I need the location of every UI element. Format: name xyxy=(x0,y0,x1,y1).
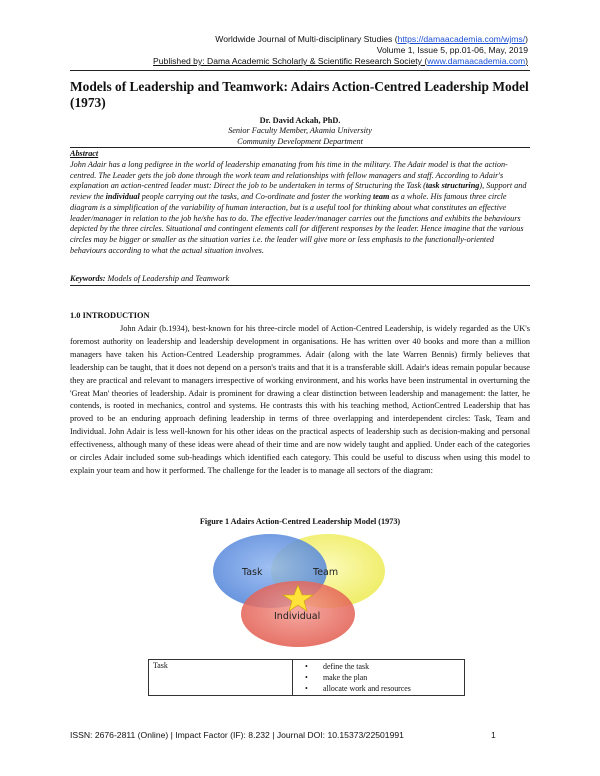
task-table: Task define the task make the plan alloc… xyxy=(148,659,465,696)
introduction-body: John Adair (b.1934), best-known for his … xyxy=(70,323,530,478)
abstract-heading: Abstract xyxy=(70,149,99,158)
author-position: Senior Faculty Member, Akamia University xyxy=(228,126,372,135)
individual-label: Individual xyxy=(274,611,320,622)
abstract-text-3: people carrying out the tasks, and Co-or… xyxy=(139,192,373,202)
abstract-text-2: ), Support and review the xyxy=(70,181,527,202)
figure-title: Figure 1 Adairs Action-Centred Leadershi… xyxy=(199,517,401,526)
abstract-rule-bottom xyxy=(70,285,530,286)
paper-title: Models of Leadership and Teamwork: Adair… xyxy=(70,79,529,110)
table-row-label: Task xyxy=(148,659,293,696)
star-icon xyxy=(282,584,314,612)
abstract-bold-team: team xyxy=(373,192,390,202)
keywords-label: Keywords: xyxy=(70,274,106,283)
author-name: Dr. David Ackah, PhD. xyxy=(259,116,341,125)
publisher-line: Published by: Dama Academic Scholarly & … xyxy=(153,56,528,67)
keywords-text: Models of Leadership and Teamwork xyxy=(105,274,230,283)
journal-name-text: Worldwide Journal of Multi-disciplinary … xyxy=(215,34,398,44)
abstract-bold-task: task structuring xyxy=(425,181,480,191)
page-number: 1 xyxy=(491,730,496,740)
journal-name-suffix: ) xyxy=(525,34,528,44)
journal-link[interactable]: https://damaacademia.com/wjms/ xyxy=(397,34,526,44)
team-label: Team xyxy=(312,567,338,578)
task-label: Task xyxy=(241,567,263,578)
list-item: make the plan xyxy=(305,672,460,683)
individual-circle xyxy=(241,581,355,647)
abstract-text-4: as a whole. His famous three circle diag… xyxy=(70,192,524,255)
author-department: Community Development Department xyxy=(237,137,363,146)
section-heading: 1.0 INTRODUCTION xyxy=(70,311,150,320)
venn-diagram: Task Team Individual xyxy=(213,534,385,647)
publisher-text: Published by: Dama Academic Scholarly & … xyxy=(153,56,428,66)
publisher-suffix: ) xyxy=(525,56,528,66)
journal-volume: Volume 1, Issue 5, pp.01-06, May, 2019 xyxy=(376,45,528,55)
table-row: Task define the task make the plan alloc… xyxy=(148,659,465,696)
abstract-text-1: John Adair has a long pedigree in the wo… xyxy=(70,160,508,191)
table-row-items: define the task make the plan allocate w… xyxy=(292,659,465,696)
keywords-line: Keywords: Models of Leadership and Teamw… xyxy=(70,274,530,285)
abstract-body: John Adair has a long pedigree in the wo… xyxy=(70,160,530,256)
journal-name: Worldwide Journal of Multi-disciplinary … xyxy=(215,34,528,45)
header-rule xyxy=(70,70,530,71)
introduction-paragraph: John Adair (b.1934), best-known for his … xyxy=(70,324,530,475)
list-item: define the task xyxy=(305,661,460,672)
footer-issn: ISSN: 2676-2811 (Online) | Impact Factor… xyxy=(70,730,404,740)
publisher-link[interactable]: www.damaacademia.com xyxy=(427,56,526,66)
list-item: allocate work and resources xyxy=(305,683,460,694)
abstract-rule-top xyxy=(70,147,530,148)
abstract-bold-individual: individual xyxy=(105,192,140,202)
